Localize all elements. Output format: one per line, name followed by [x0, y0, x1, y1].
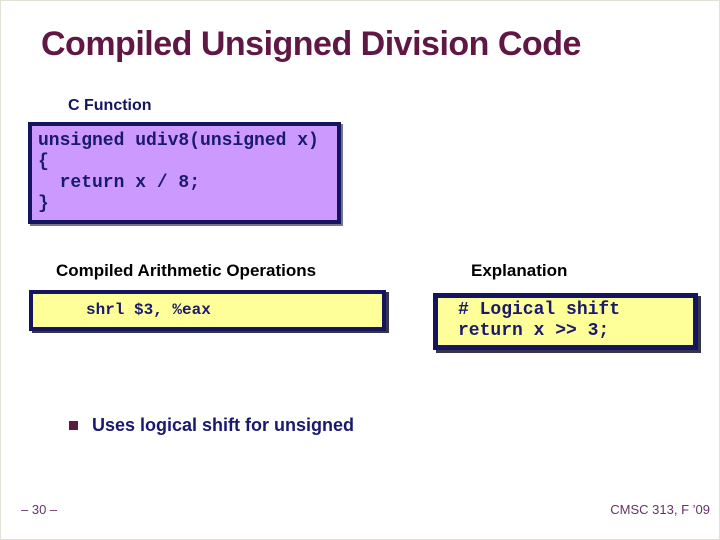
bullet-item: Uses logical shift for unsigned [69, 415, 354, 436]
explanation-line: # Logical shift [458, 300, 621, 320]
c-code-line: } [38, 194, 49, 214]
compiled-operations-heading: Compiled Arithmetic Operations [56, 261, 317, 280]
footer-page-number: – 30 – [21, 502, 58, 517]
bullet-text: Uses logical shift for unsigned [92, 415, 355, 435]
c-code-line: unsigned udiv8(unsigned x) [38, 131, 319, 151]
c-function-label: C Function [68, 97, 152, 114]
c-code-line: { [38, 152, 49, 172]
c-code-line: return x / 8; [38, 173, 201, 193]
square-bullet-icon [69, 421, 78, 430]
explanation-heading: Explanation [471, 261, 568, 280]
footer-course-label: CMSC 313, F ’09 [610, 502, 710, 517]
asm-code-box: shrl $3, %eax [29, 290, 386, 331]
explanation-code-box: # Logical shift return x >> 3; [433, 293, 698, 350]
c-function-code-box: unsigned udiv8(unsigned x) { return x / … [28, 122, 341, 224]
slide-title: Compiled Unsigned Division Code [41, 25, 581, 63]
asm-code-line: shrl $3, %eax [86, 301, 211, 319]
explanation-line: return x >> 3; [458, 321, 610, 341]
